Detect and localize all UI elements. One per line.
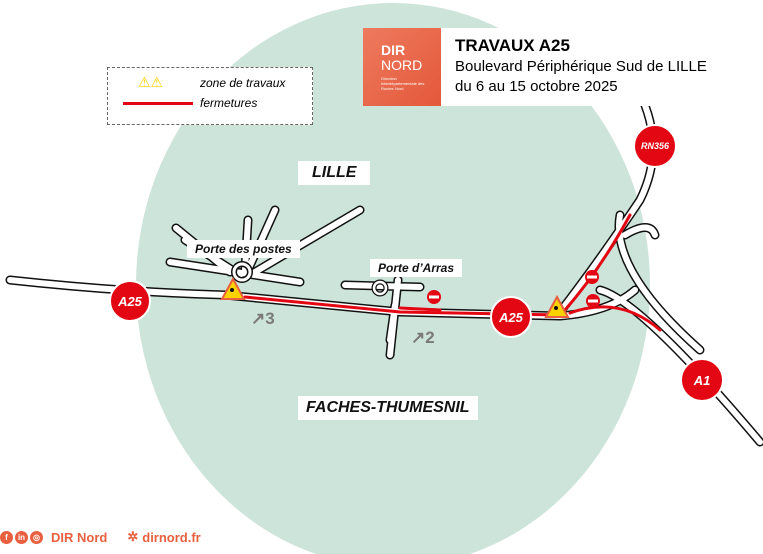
legend: ⚠⚠ zone de travaux fermetures [107,67,313,125]
rn356-shield: RN356 [633,124,677,168]
exit-3-sign: ↗3 [251,309,275,328]
header-dates: du 6 au 15 octobre 2025 [455,78,618,95]
porte-arras-label: Porte d’Arras [370,259,463,277]
a1-shield: A1 [680,358,724,402]
header: DIR NORD Direction Interdépartementale d… [363,28,743,106]
website-icon: ✲ [127,529,139,544]
roadworks-icon: ⚠⚠ [138,74,164,90]
lille-label: LILLE [298,161,371,185]
a25-east-shield: A25 [490,296,532,338]
header-title: TRAVAUX A25 [455,36,570,55]
legend-closures-label: fermetures [200,96,258,110]
exit-icon: ↗ [251,309,266,328]
closure-lines [243,213,662,332]
footer: f in ◎ DIR Nord ✲ dirnord.fr [0,527,201,547]
faches-thumesnil-label: FACHES-THUMESNIL [298,396,478,420]
legend-works-label: zone de travaux [200,76,286,90]
exit-icon: ↗ [411,328,426,347]
header-subtitle: Boulevard Périphérique Sud de LILLE [455,58,707,75]
social-handle: DIR Nord [51,529,108,545]
closure-line-swatch [123,102,193,105]
work-area-zone [136,3,650,554]
porte-des-postes-label: Porte des postes [187,240,300,258]
roadworks-icon [220,276,246,300]
facebook-icon[interactable]: f [0,530,13,544]
linkedin-icon[interactable]: in [15,530,28,544]
roadworks-icon [544,294,570,318]
no-entry-icon [586,294,600,308]
exit-2-sign: ↗2 [411,328,435,347]
no-entry-icon [427,290,441,304]
website-link[interactable]: dirnord.fr [142,529,201,545]
a25-west-shield: A25 [109,280,151,322]
instagram-icon[interactable]: ◎ [30,530,43,544]
dir-nord-logo: DIR NORD Direction Interdépartementale d… [363,28,441,106]
no-entry-icon [585,270,599,284]
